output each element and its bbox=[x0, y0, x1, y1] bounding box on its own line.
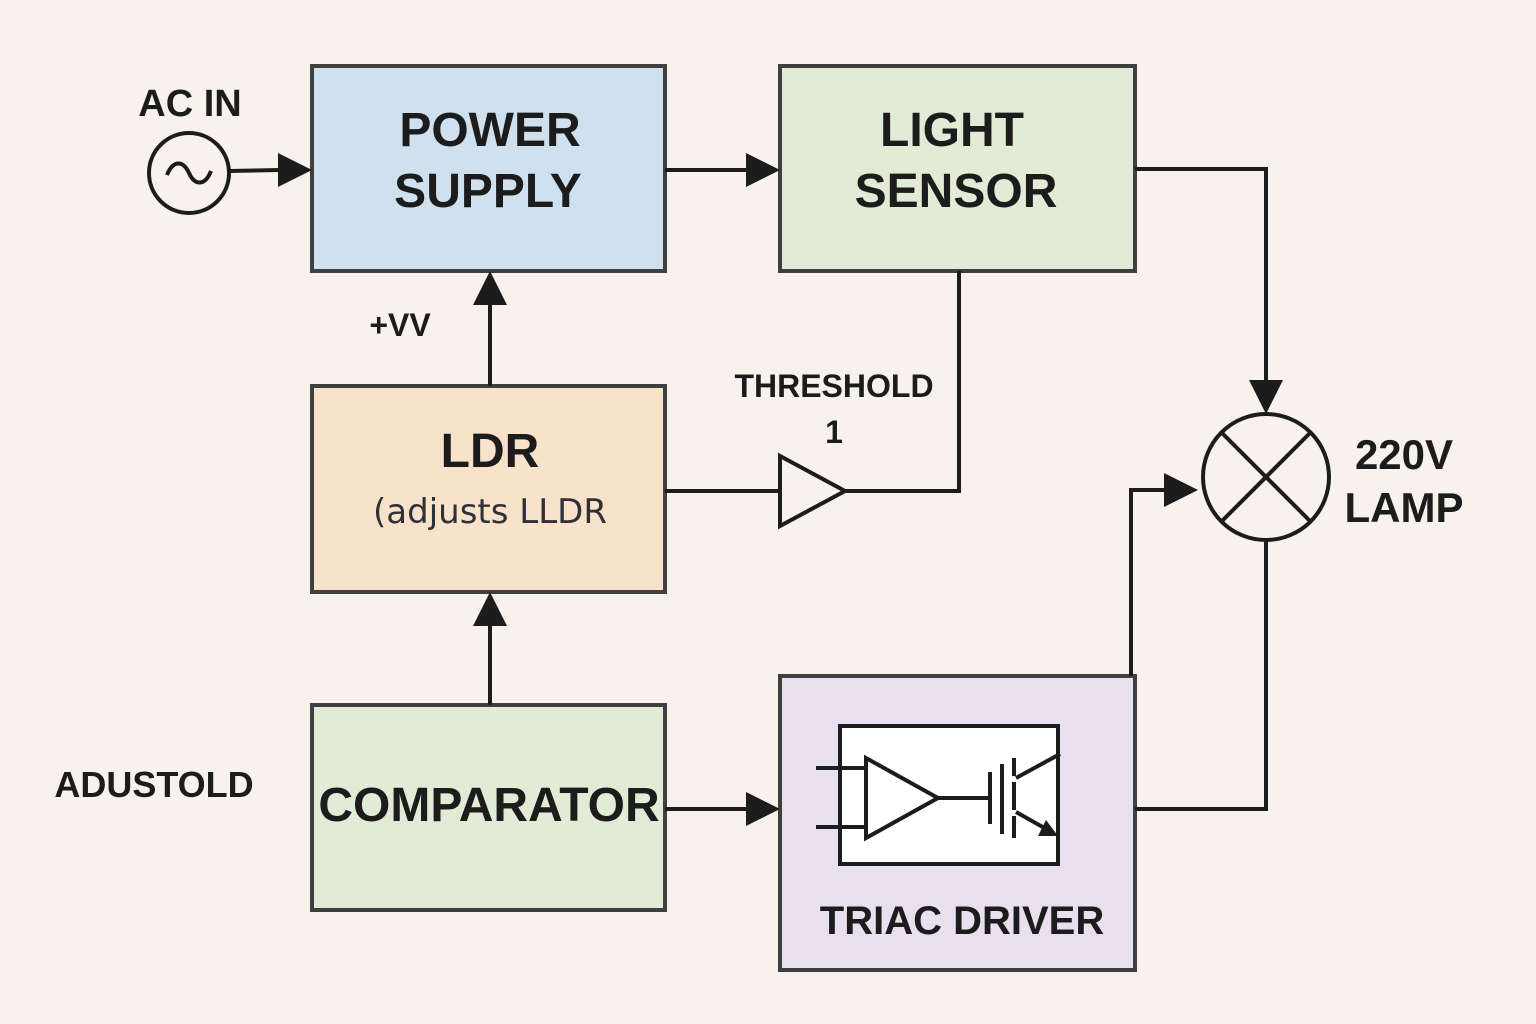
triac-to-lamp-wire bbox=[1129, 488, 1166, 676]
power-supply-label-line1: POWER bbox=[399, 104, 580, 157]
arrow-head-icon bbox=[1164, 473, 1198, 507]
buffer-amplifier-icon bbox=[778, 452, 850, 530]
sensor-to-lamp-wire bbox=[1135, 167, 1268, 384]
side-label: ADUSTOLD bbox=[54, 764, 253, 805]
arrow-head-icon bbox=[746, 153, 780, 187]
light-sensor-label-line1: LIGHT bbox=[880, 104, 1024, 157]
lamp-label-line1: 220V bbox=[1355, 431, 1453, 478]
lamp-label-line2: LAMP bbox=[1345, 484, 1464, 531]
arrow-head-icon bbox=[473, 271, 507, 305]
power-supply-block bbox=[310, 64, 667, 273]
threshold-label-line1: THRESHOLD bbox=[734, 368, 933, 404]
arrow-head-icon bbox=[473, 592, 507, 626]
ldr-label: LDR bbox=[441, 425, 540, 478]
arrow-head-icon bbox=[1249, 380, 1283, 414]
light-sensor-block bbox=[778, 64, 1137, 273]
supply-voltage-label: +VV bbox=[369, 307, 431, 343]
optocoupler-icon bbox=[816, 724, 1061, 866]
ac-in-label: AC IN bbox=[138, 83, 241, 125]
lamp-return-wire bbox=[1135, 540, 1268, 811]
triac-driver-label: TRIAC DRIVER bbox=[820, 899, 1105, 943]
light-sensor-label-line2: SENSOR bbox=[855, 165, 1058, 218]
ac-to-power-wire bbox=[228, 168, 281, 173]
ac-source-icon bbox=[147, 131, 231, 215]
buffer-to-sensor-wire bbox=[845, 271, 961, 493]
lamp-icon bbox=[1201, 412, 1331, 542]
arrow-head-icon bbox=[278, 153, 312, 187]
threshold-label-line2: 1 bbox=[825, 414, 843, 450]
comparator-label: COMPARATOR bbox=[318, 779, 659, 832]
power-supply-label-line2: SUPPLY bbox=[394, 165, 582, 218]
arrow-head-icon bbox=[746, 792, 780, 826]
ldr-sublabel: (adjusts LLDR bbox=[373, 492, 607, 532]
ldr-block bbox=[310, 384, 667, 594]
